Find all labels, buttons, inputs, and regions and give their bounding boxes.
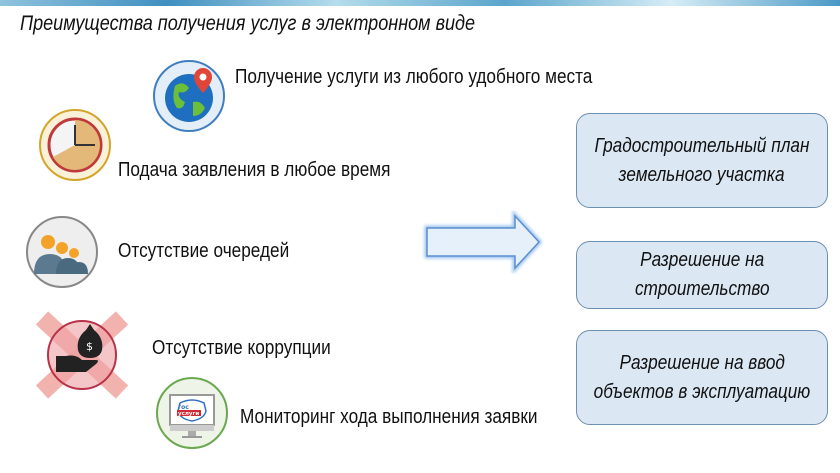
benefit-label: Получение услуги из любого удобного мест… (235, 66, 593, 88)
page-title: Преимущества получения услуг в электронн… (20, 12, 476, 35)
service-line: Разрешение на (639, 249, 765, 271)
svg-text:$: $ (86, 340, 93, 353)
benefit-label: Отсутствие коррупции (152, 337, 331, 359)
benefit-label: Отсутствие очередей (118, 240, 290, 262)
globe-pin-icon (153, 60, 225, 132)
no-bribe-icon: $ (35, 311, 129, 399)
right-arrow-icon (424, 210, 543, 274)
svg-text:гос: гос (178, 404, 189, 411)
service-box-commissioning-permit: Разрешение на ввод объектов в эксплуатац… (576, 330, 828, 425)
service-line: объектов в эксплуатацию (593, 380, 811, 403)
benefit-label: Подача заявления в любое время (118, 159, 391, 181)
service-line: Градостроительный план (594, 134, 810, 157)
service-box-building-permit: Разрешение на строительство (576, 241, 828, 309)
people-icon (26, 216, 98, 288)
benefit-label: Мониторинг хода выполнения заявки (240, 406, 538, 428)
service-line: Разрешение на ввод (619, 351, 785, 374)
service-box-gpzu: Градостроительный план земельного участк… (576, 113, 828, 208)
service-line: земельного участка (618, 163, 786, 186)
clock-icon (39, 109, 111, 181)
service-line: строительство (634, 278, 770, 300)
svg-text:услуги: услуги (178, 411, 199, 417)
header-band (0, 0, 840, 6)
